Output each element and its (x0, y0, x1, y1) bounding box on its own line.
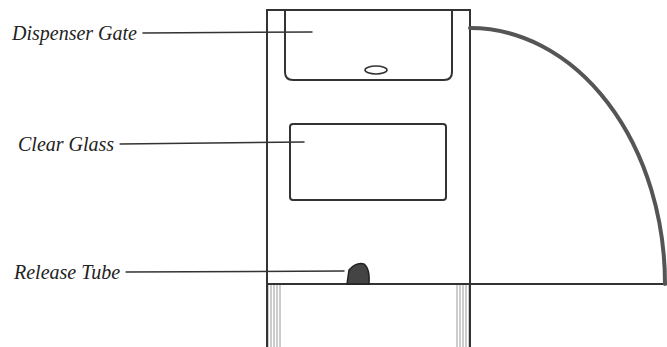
housing-left (266, 10, 268, 347)
housing-top (267, 9, 470, 11)
gate-hole (365, 66, 387, 74)
leg-shading (455, 285, 469, 347)
part-label: Release Tube (14, 261, 120, 283)
housing-right (469, 10, 471, 347)
leader-line (126, 271, 344, 272)
part-label: Clear Glass (18, 133, 114, 155)
dispenser-gate (285, 10, 452, 80)
clear-glass (290, 124, 446, 200)
part-label: Dispenser Gate (12, 22, 137, 44)
leg-shading (268, 285, 282, 347)
release-tube (347, 264, 369, 284)
counter-line (267, 283, 667, 285)
handle-arc (470, 28, 665, 284)
leader-line (143, 32, 312, 33)
leader-line (120, 142, 304, 144)
